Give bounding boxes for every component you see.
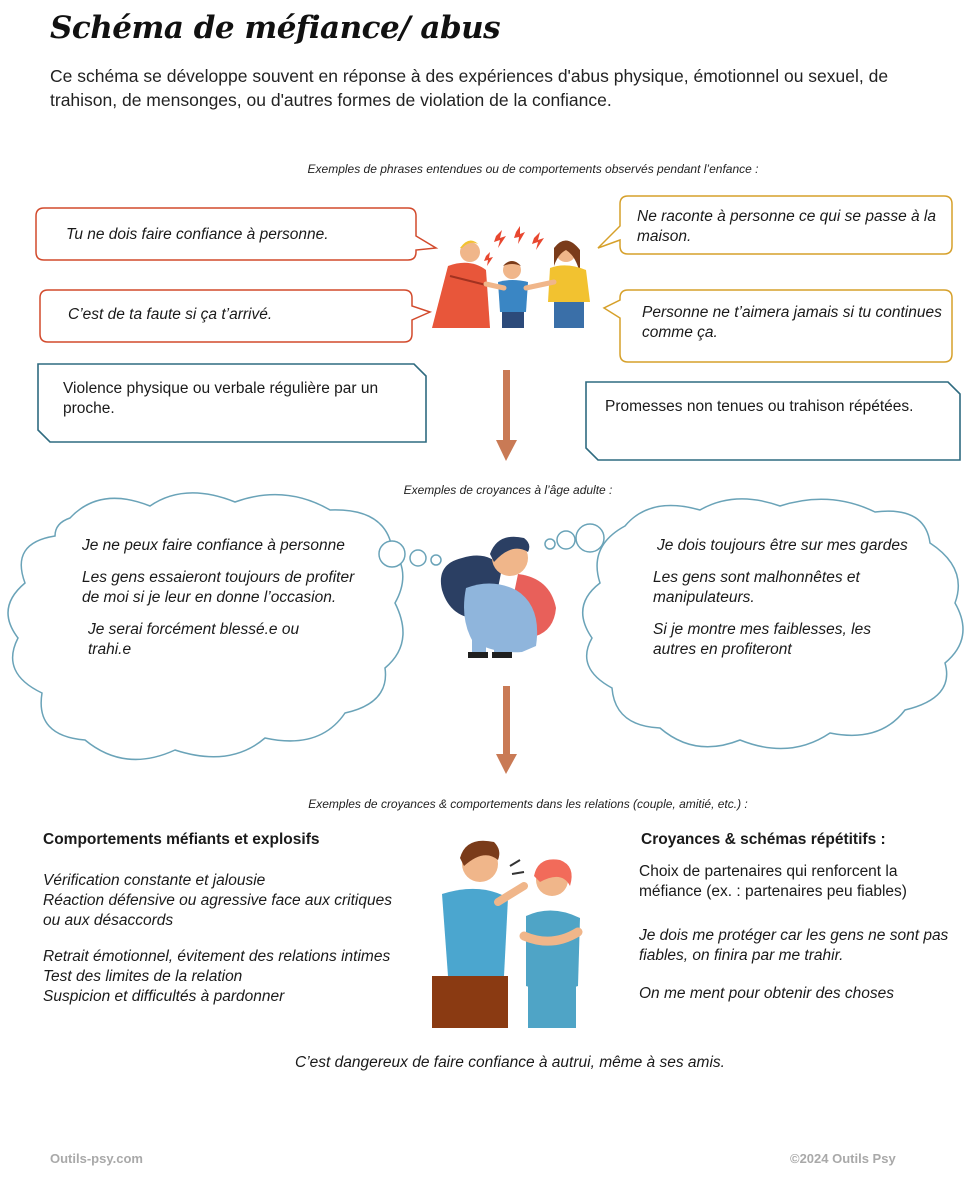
arrow-head-1	[496, 440, 517, 461]
right-item-3: On me ment pour obtenir des choses	[639, 985, 895, 1002]
relations-caption: Exemples de croyances & comportements da…	[308, 797, 748, 811]
couple-argument-illustration	[432, 840, 583, 1028]
cloud-right-belief-1: Je dois toujours être sur mes gardes	[657, 537, 908, 554]
cloud-right-bubble-1	[575, 523, 605, 553]
left-item-2: Réaction défensive ou agressive face aux…	[43, 892, 392, 929]
cloud-right-text: Je dois toujours être sur mes gardes Les…	[653, 536, 908, 672]
left-item-4: Test des limites de la relation	[43, 968, 243, 985]
page-title: Schéma de méfiance/ abus	[50, 10, 501, 46]
cloud-right-bubble-2	[556, 530, 576, 550]
childhood-caption: Exemples de phrases entendues ou de comp…	[307, 162, 759, 176]
left-item-3: Retrait émotionnel, évitement des relati…	[43, 948, 391, 965]
closing-statement: C’est dangereux de faire confiance à aut…	[295, 1054, 725, 1071]
box-teal-left	[37, 363, 427, 443]
cloud-left-belief-1: Je ne peux faire confiance à personne	[82, 537, 345, 554]
right-items-list: Choix de partenaires qui renforcent la m…	[639, 862, 964, 1004]
cloud-left-belief-3: Je serai forcément blessé.e ou trahi.e	[88, 621, 300, 658]
right-item-1: Choix de partenaires qui renforcent la m…	[639, 863, 907, 900]
bubble-right-2-text: Personne ne t’aimera jamais si tu contin…	[642, 304, 942, 341]
bubble-left-2-text: C’est de ta faute si ça t’arrivé.	[68, 306, 273, 323]
box-right-text: Promesses non tenues ou trahison répétée…	[605, 398, 914, 415]
sad-person-illustration	[440, 536, 556, 658]
arrow-shaft-2	[503, 686, 510, 756]
adult-caption: Exemples de croyances à l’âge adulte :	[403, 483, 613, 497]
arrow-head-2	[496, 754, 517, 774]
left-item-5: Suspicion et difficultés à pardonner	[43, 988, 285, 1005]
arrow-shaft-1	[503, 370, 510, 442]
cloud-right-bubble-3	[544, 538, 556, 550]
cloud-left-text: Je ne peux faire confiance à personne Le…	[82, 536, 367, 672]
speech-bubbles-layer	[35, 195, 961, 461]
box-teal-right	[585, 381, 961, 461]
bubble-right-1-text: Ne raconte à personne ce qui se passe à …	[637, 208, 936, 245]
intro-text: Ce schéma se développe souvent en répons…	[50, 66, 889, 110]
footer-site[interactable]: Outils-psy.com	[50, 1151, 143, 1166]
bubble-left-1-text: Tu ne dois faire confiance à personne.	[66, 226, 329, 243]
bubble-orange-1	[597, 195, 953, 255]
cloud-left-bubble-1	[378, 540, 406, 568]
left-heading: Comportements méfiants et explosifs	[43, 831, 320, 848]
bubble-red-1	[35, 207, 439, 261]
family-conflict-illustration	[432, 226, 590, 328]
footer-copyright: ©2024 Outils Psy	[790, 1151, 896, 1166]
left-item-1: Vérification constante et jalousie	[43, 872, 266, 889]
bubble-orange-2	[602, 289, 953, 363]
right-heading: Croyances & schémas répétitifs :	[641, 831, 886, 848]
cloud-left-belief-2: Les gens essaieront toujours de profiter…	[82, 569, 355, 606]
cloud-left-bubble-3	[430, 554, 442, 566]
cloud-left	[7, 492, 404, 761]
cloud-right-belief-2: Les gens sont malhonnêtes et manipulateu…	[653, 569, 860, 606]
left-items-list: Vérification constante et jalousie Réact…	[43, 871, 403, 1007]
cloud-left-bubble-2	[409, 549, 427, 567]
cloud-right-belief-3: Si je montre mes faiblesses, les autres …	[653, 621, 871, 658]
bubble-red-2	[39, 289, 433, 343]
box-left-text: Violence physique ou verbale régulière p…	[63, 380, 379, 417]
cloud-right	[581, 498, 964, 750]
right-item-2: Je dois me protéger car les gens ne sont…	[639, 927, 949, 964]
thought-clouds-layer	[7, 492, 964, 774]
